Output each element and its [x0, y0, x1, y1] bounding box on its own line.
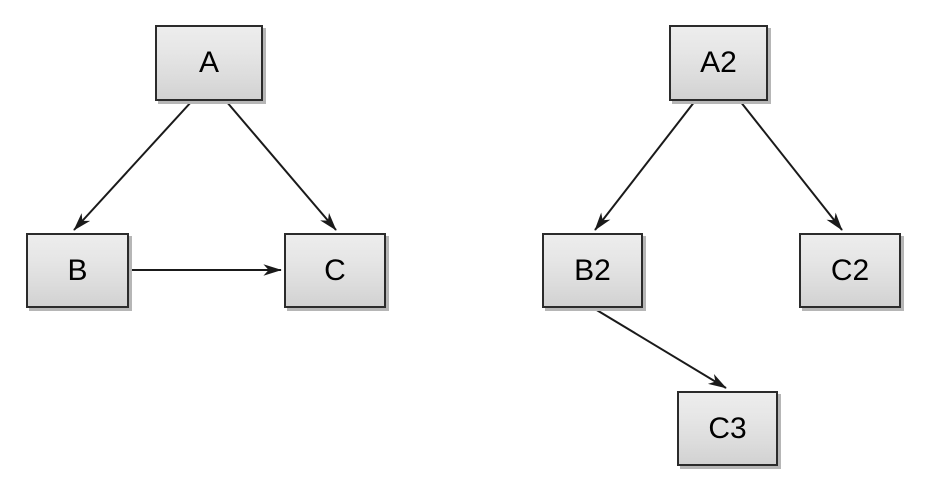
edge-a-to-b — [73, 100, 193, 231]
node-label-b: B — [67, 253, 88, 287]
node-b2[interactable]: B2 — [542, 233, 643, 308]
node-label-c3: C3 — [708, 411, 747, 445]
node-a[interactable]: A — [155, 25, 263, 101]
edge-a2-to-c2 — [739, 100, 843, 231]
node-label-a: A — [198, 46, 219, 79]
edge-a-to-c — [225, 100, 337, 231]
node-label-c: C — [324, 253, 346, 287]
node-c3[interactable]: C3 — [677, 391, 778, 466]
node-b[interactable]: B — [26, 233, 129, 308]
node-c[interactable]: C — [284, 233, 386, 308]
edge-a2-to-b2 — [594, 100, 696, 231]
node-label-b2: B2 — [574, 253, 611, 287]
node-c2[interactable]: C2 — [799, 233, 901, 308]
node-a2[interactable]: A2 — [669, 25, 768, 101]
node-label-a2: A2 — [700, 46, 737, 79]
edge-b2-to-c3 — [594, 308, 727, 389]
node-label-c2: C2 — [830, 253, 870, 287]
